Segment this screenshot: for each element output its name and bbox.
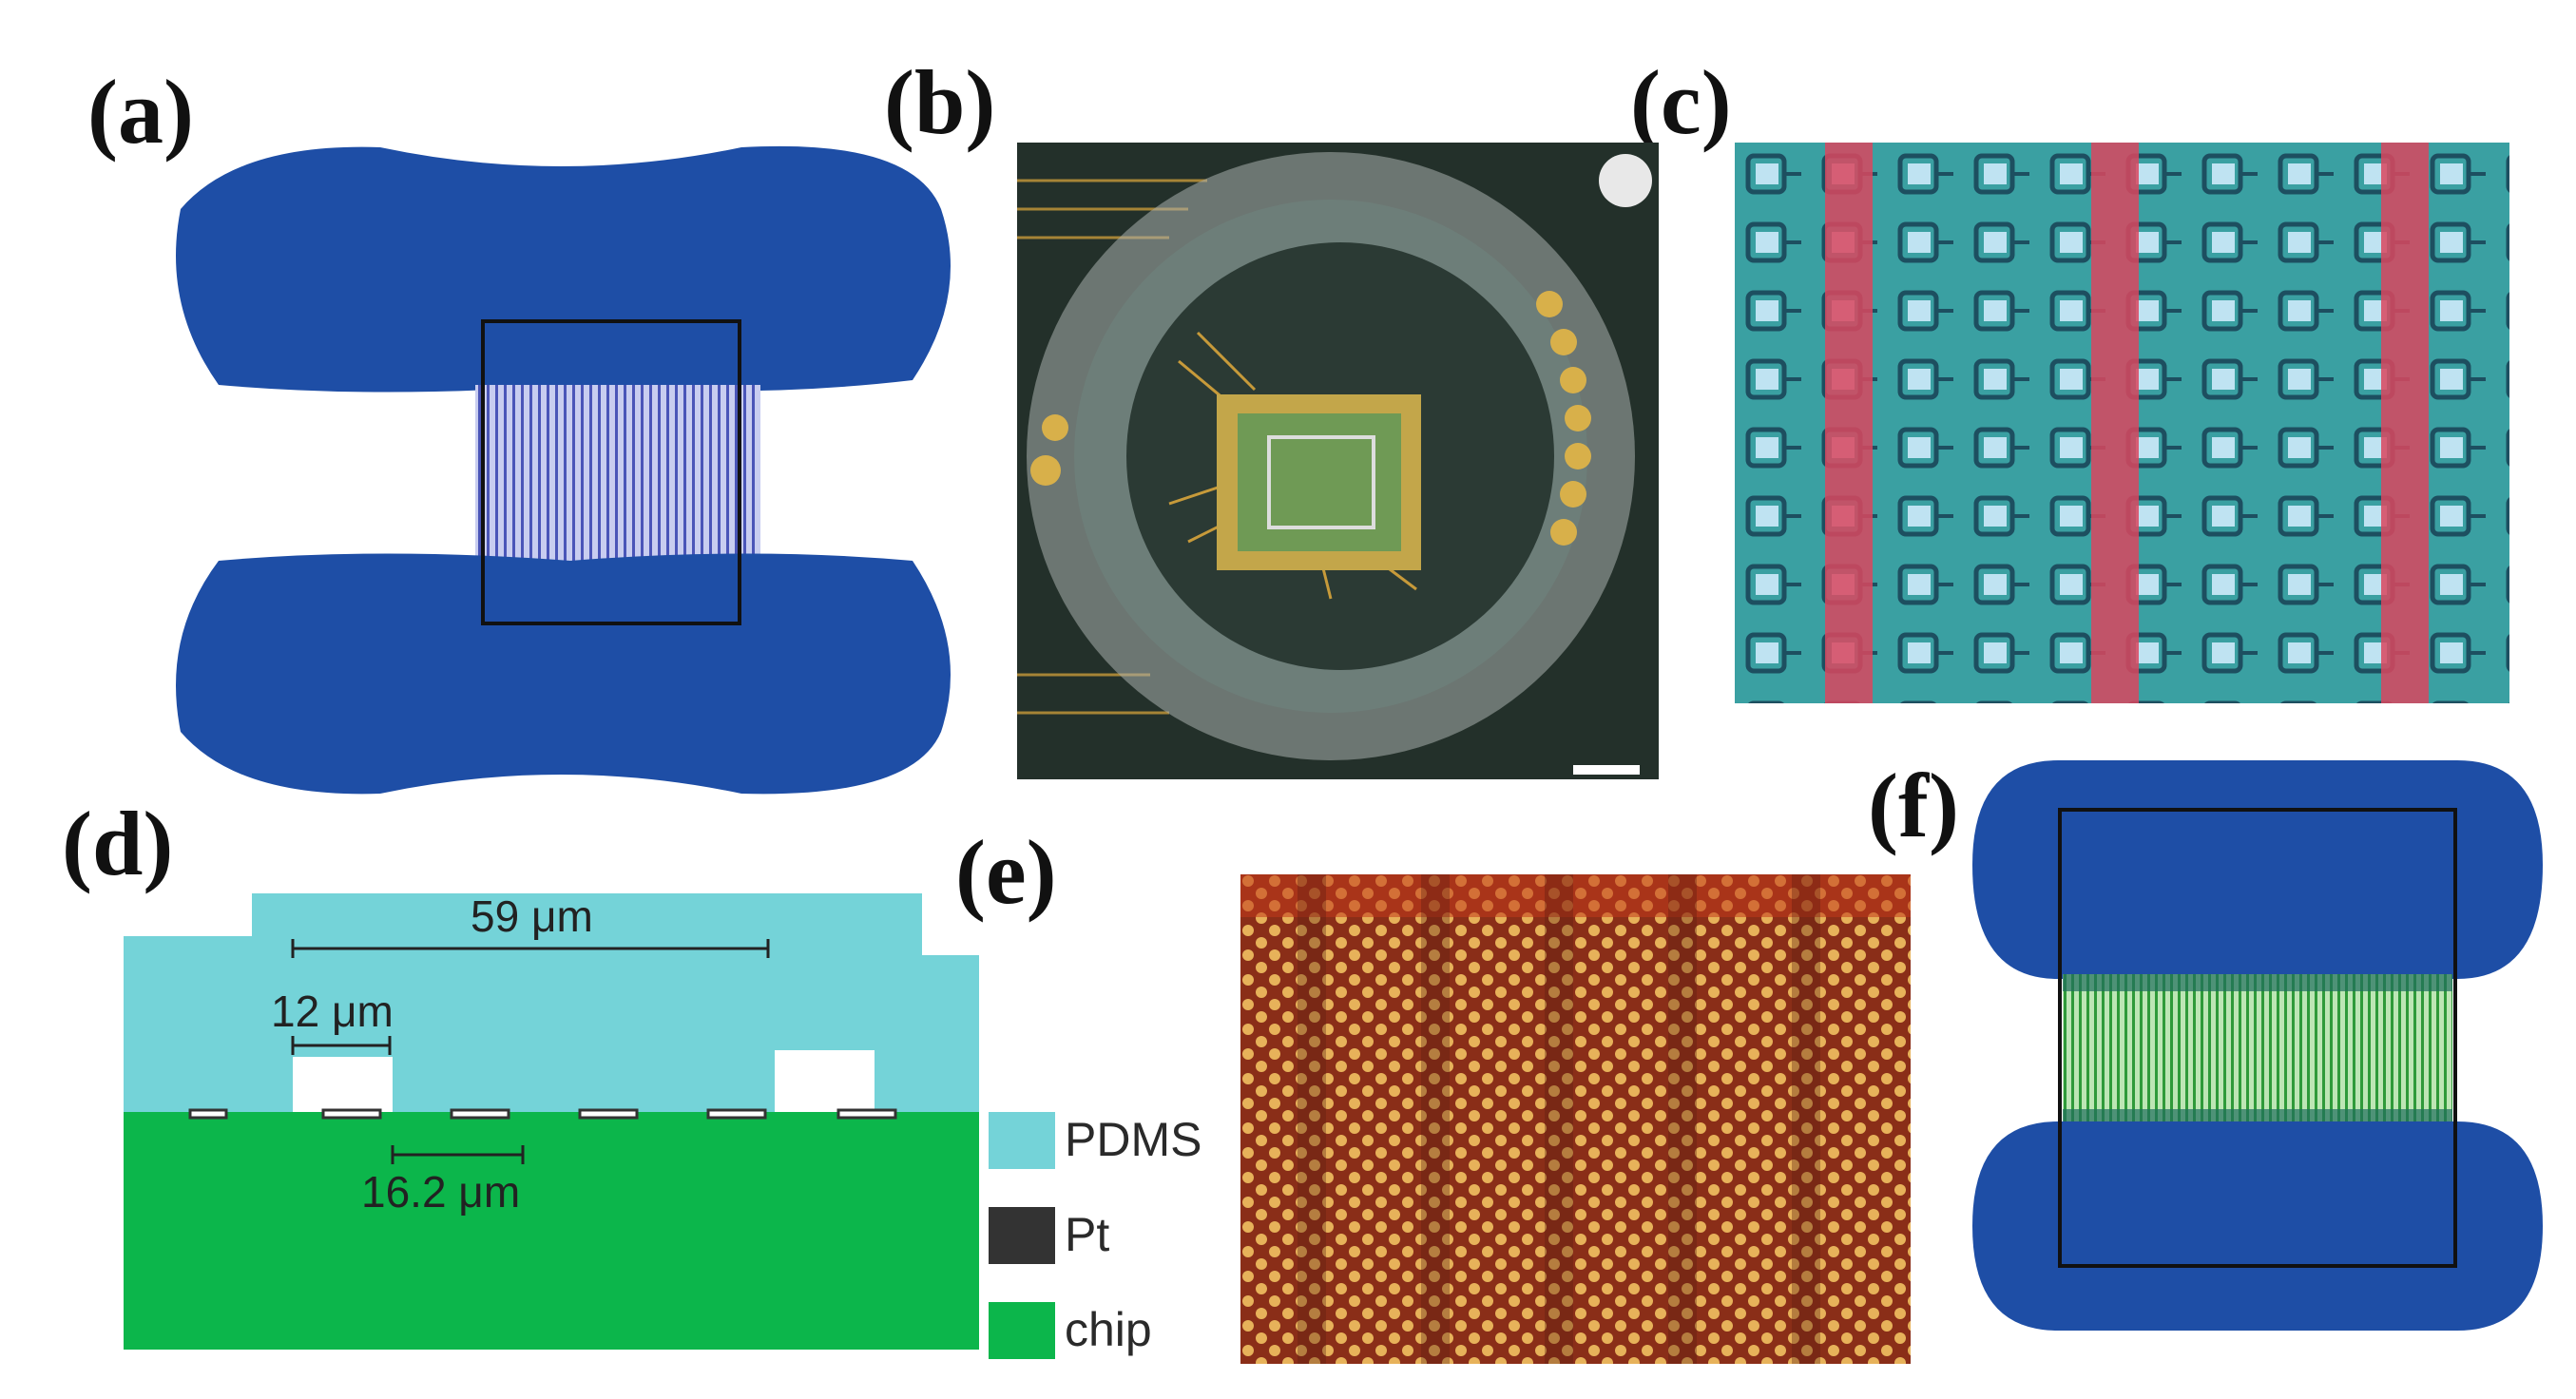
electrode-array-micrograph-e	[1240, 874, 1911, 1364]
sensor-array-micrograph-c	[1735, 143, 2509, 703]
legend-label-pdms: PDMS	[1065, 1113, 1201, 1166]
bottom-electrode-pad	[1972, 1121, 2543, 1331]
top-electrode-pad	[1972, 760, 2543, 979]
electrode-schematic-a	[176, 145, 951, 795]
roi-box	[2058, 808, 2457, 1268]
legend-swatch-pdms	[989, 1112, 1055, 1169]
top-electrode-pad	[176, 145, 951, 393]
dim-12-label: 12 μm	[271, 987, 394, 1036]
legend-d: PDMS Pt chip	[989, 1112, 1201, 1359]
panel-label-a: (a)	[87, 61, 194, 163]
chip-layer	[124, 1112, 979, 1350]
panel-label-d: (d)	[62, 793, 174, 894]
panel-label-e: (e)	[955, 821, 1057, 923]
legend-swatch-chip	[989, 1302, 1055, 1359]
dim-16-label: 16.2 μm	[361, 1167, 520, 1217]
dim-59-label: 59 μm	[471, 893, 593, 941]
pt-electrodes	[188, 1108, 897, 1120]
device-photo-b	[1017, 143, 1659, 779]
electrode-fingers	[2063, 974, 2452, 1126]
legend-swatch-pt	[989, 1207, 1055, 1264]
legend-label-pt: Pt	[1065, 1208, 1109, 1261]
channel-stripe	[2381, 143, 2429, 703]
panel-label-b: (b)	[884, 51, 996, 153]
panel-label-c: (c)	[1630, 51, 1732, 153]
bottom-electrode-pad	[176, 553, 951, 795]
electrode-fingers	[475, 385, 760, 561]
cross-section-d: 59 μm 12 μm 16.2 μm	[124, 893, 979, 1350]
roi-box	[481, 319, 741, 625]
electrode-schematic-f	[1972, 760, 2543, 1331]
channel-stripe	[2091, 143, 2139, 703]
channel-stripe	[1825, 143, 1873, 703]
scale-bar	[1573, 765, 1640, 775]
legend-label-chip: chip	[1065, 1303, 1152, 1356]
panel-label-f: (f)	[1868, 755, 1959, 856]
